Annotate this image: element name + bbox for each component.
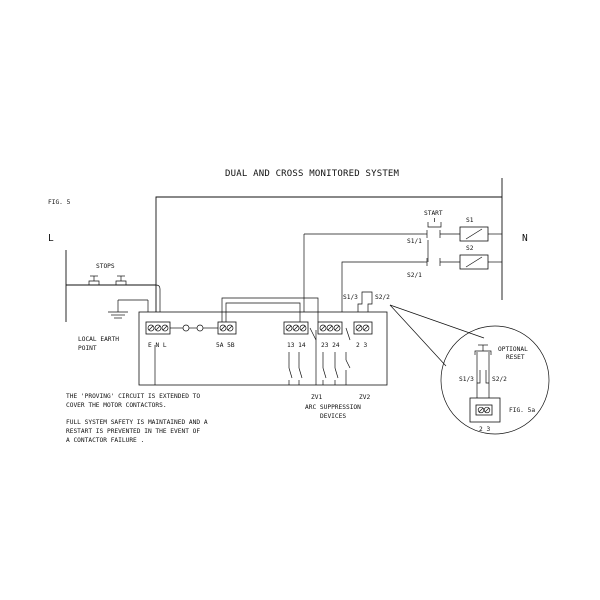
detail-terminal-label: 2 3 [479, 426, 490, 433]
terminal-2-3-label: 2 3 [356, 342, 367, 349]
note-line-3: FULL SYSTEM SAFETY IS MAINTAINED AND A [66, 419, 208, 426]
note-line-1: THE 'PROVING' CIRCUIT IS EXTENDED TO [66, 393, 200, 400]
neutral-label: N [522, 233, 528, 244]
note-line-2: COVER THE MOTOR CONTACTORS. [66, 402, 167, 409]
figure-label-detail: FIG. 5a [509, 407, 535, 414]
detail-s2-2-label: S2/2 [492, 376, 507, 383]
terminal-enl-label: E N L [148, 342, 167, 349]
terminal-fuse-label: 5A 5B [216, 342, 235, 349]
zv1-label: ZV1 [311, 394, 322, 401]
s2-coil [459, 254, 502, 270]
earth-label-line1: LOCAL EARTH [78, 336, 119, 343]
internal-contacts [288, 327, 351, 385]
bridge-wire-inner [225, 302, 301, 322]
arc-suppression-label-line2: DEVICES [320, 413, 346, 420]
detail-contacts [476, 368, 490, 398]
s2-label: S2 [466, 245, 474, 252]
reset-button [474, 344, 492, 368]
terminal-23-24 [317, 321, 343, 335]
terminal-13-14-label: 13 14 [287, 342, 306, 349]
start-label: START [424, 210, 443, 217]
arc-suppression-label-line1: ARC SUPPRESSION [305, 404, 361, 411]
terminal-fuse [217, 321, 237, 335]
bridge-wire-outer [221, 297, 319, 322]
zv2-label: ZV2 [359, 394, 370, 401]
s2-2-label: S2/2 [375, 294, 390, 301]
s1-3-label: S1/3 [343, 294, 358, 301]
detail-s1-3-label: S1/3 [459, 376, 474, 383]
s1-coil [459, 226, 502, 242]
s2-1-contact [426, 258, 460, 266]
detail-circle [440, 325, 550, 435]
start-button [427, 222, 442, 228]
stops-label: STOPS [96, 263, 115, 270]
detail-terminal [469, 397, 501, 423]
note-line-5: A CONTACTOR FAILURE . [66, 437, 144, 444]
note-line-4: RESTART IS PREVENTED IN THE EVENT OF [66, 428, 200, 435]
diagram-title: DUAL AND CROSS MONITORED SYSTEM [225, 169, 400, 179]
terminal-23-24-label: 23 24 [321, 342, 340, 349]
stop-button-2 [115, 275, 127, 285]
earth-label-line2: POINT [78, 345, 97, 352]
terminal-enl [145, 321, 171, 335]
terminal-2-3 [353, 321, 373, 335]
s1-1-label: S1/1 [407, 238, 422, 245]
figure-label-main: FIG. 5 [48, 199, 71, 206]
line-label: L [48, 233, 54, 244]
s2-1-label: S2/1 [407, 272, 422, 279]
detail-optional-line2: RESET [506, 354, 525, 361]
s1-1-contact [424, 230, 460, 238]
s1-3-s2-2-contacts [357, 291, 373, 322]
earth-symbol [108, 300, 128, 319]
terminal-13-14 [283, 321, 309, 335]
detail-leader-top [389, 304, 485, 339]
stop-button-1 [88, 275, 100, 285]
s1-3-feed-wire [341, 261, 424, 322]
neutral-feed-wire [155, 196, 502, 322]
detail-leader-bottom [389, 304, 447, 367]
s1-label: S1 [466, 217, 474, 224]
terminal-panel [138, 311, 388, 386]
fuse-link [170, 324, 218, 332]
detail-optional-line1: OPTIONAL [498, 346, 528, 353]
